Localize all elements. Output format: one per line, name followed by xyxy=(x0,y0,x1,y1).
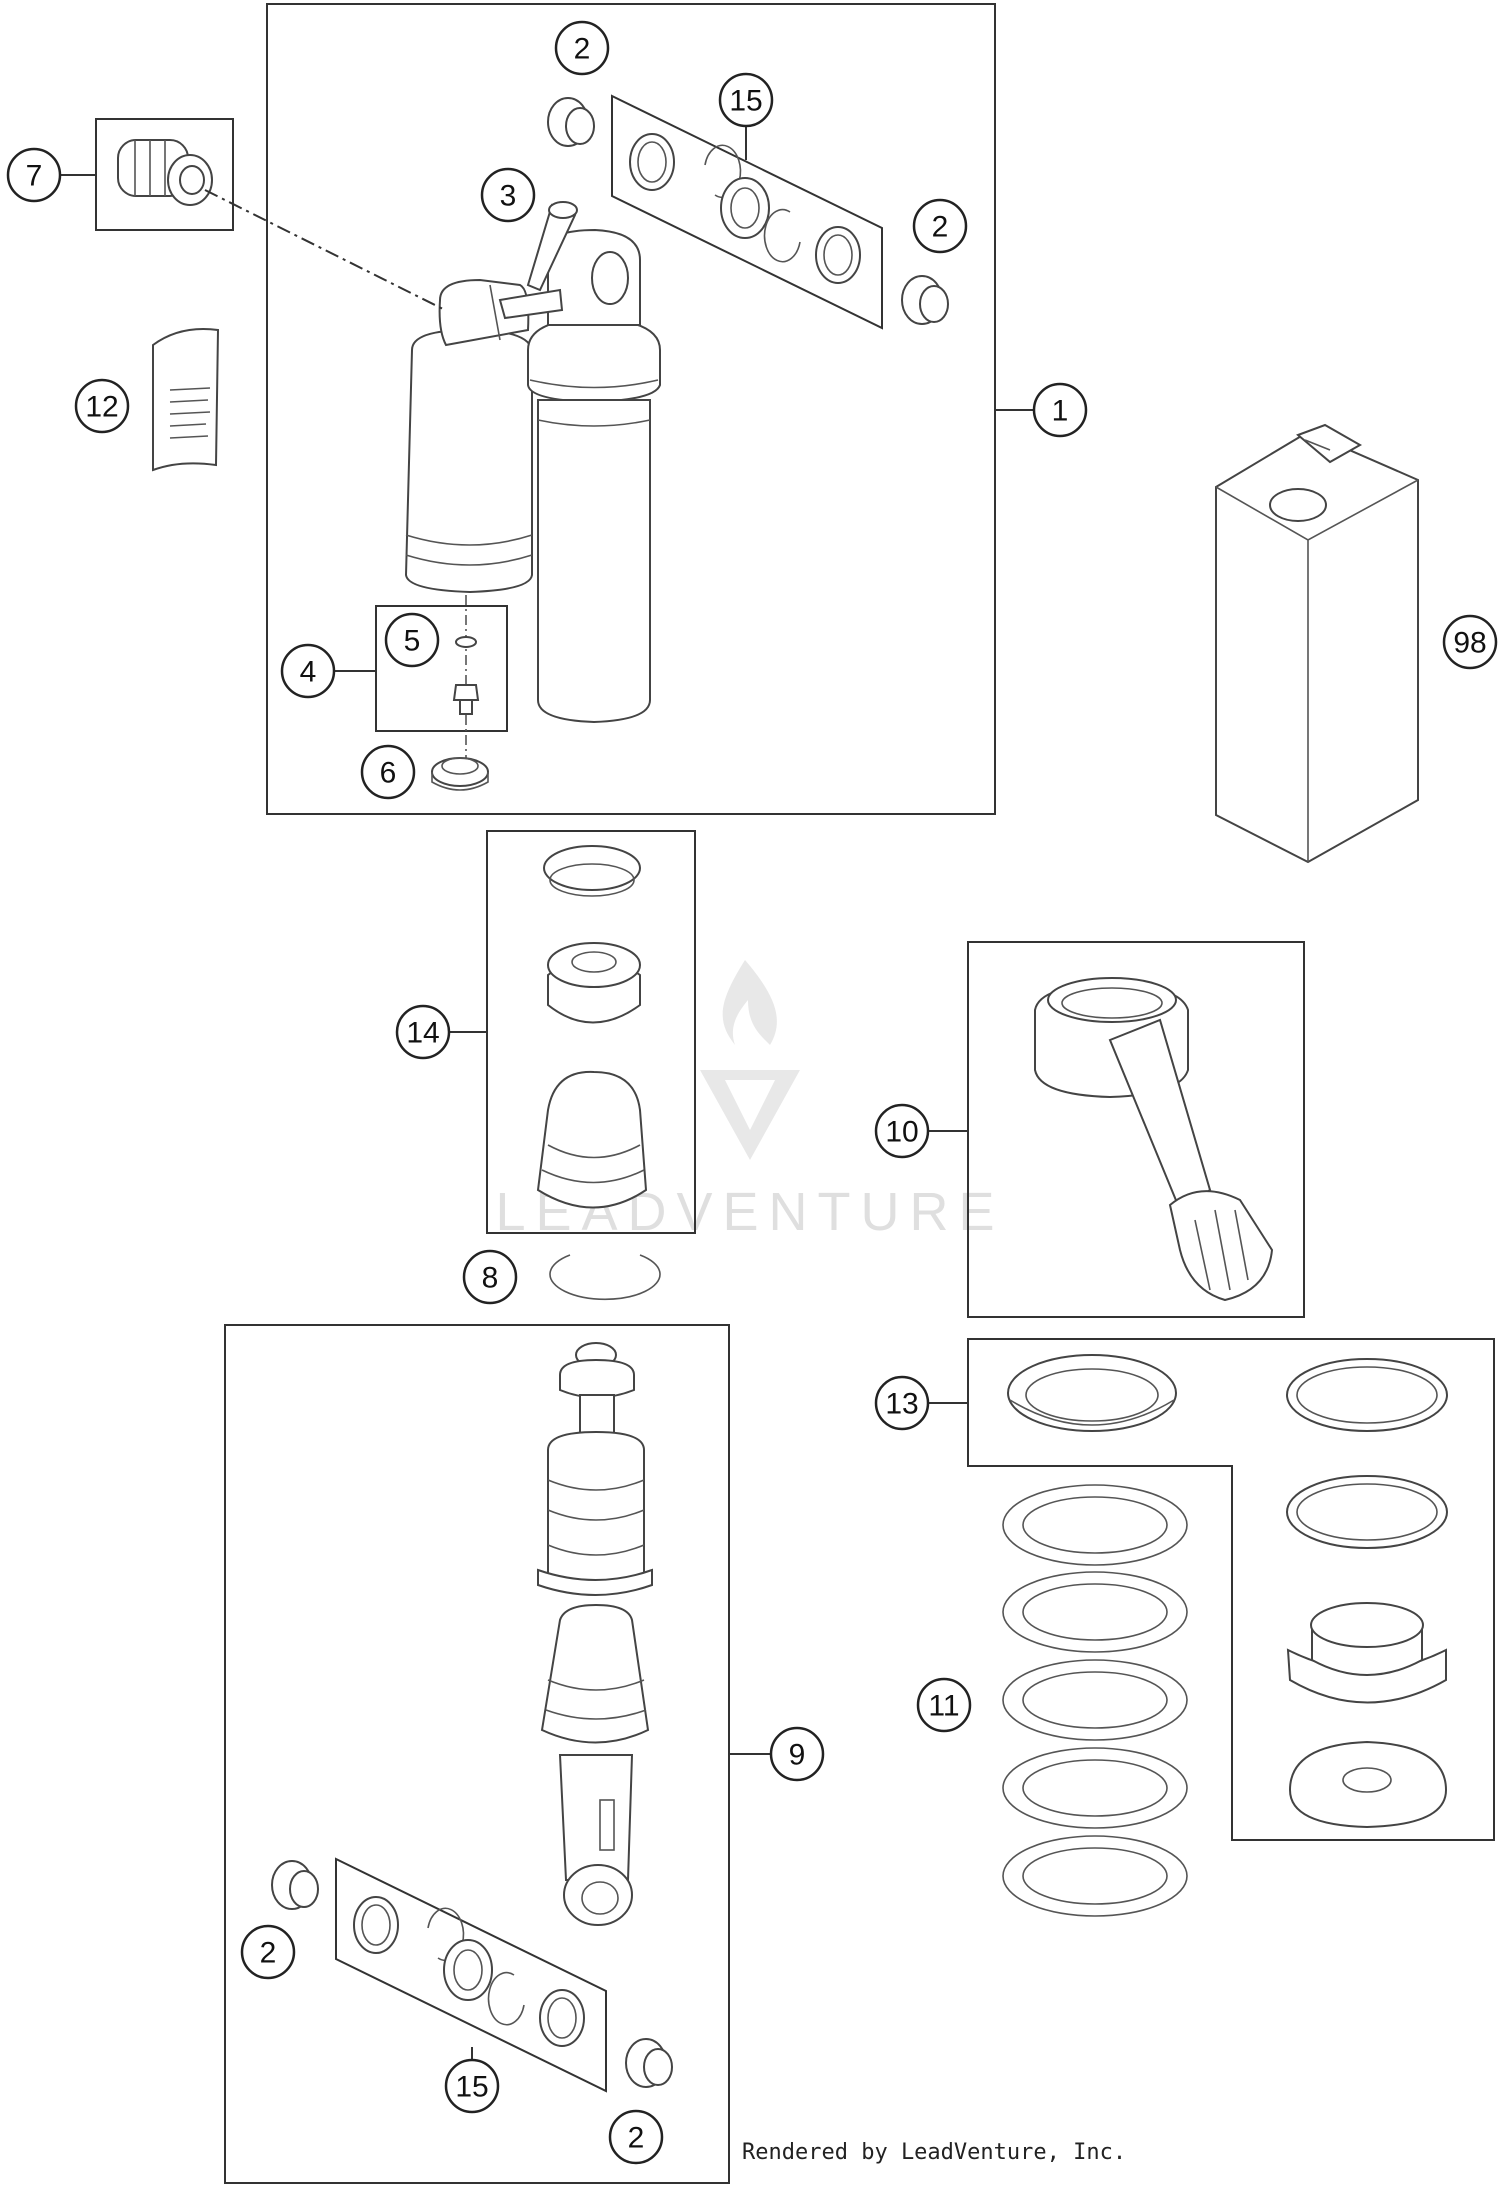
hook-wrench-drawing xyxy=(1034,977,1274,1302)
group-frame-bleed-screw xyxy=(375,605,508,732)
watermark-flame-icon xyxy=(722,960,777,1045)
seal-kit-bottom-drawing xyxy=(353,1896,585,2047)
group-frame-hook-wrench xyxy=(967,941,1305,1318)
adjuster-drawing xyxy=(117,139,213,206)
svg-text:7: 7 xyxy=(26,160,43,193)
callout-98: 98 xyxy=(1442,614,1498,670)
callout-2: 2 xyxy=(608,2109,664,2165)
svg-text:3: 3 xyxy=(500,180,517,213)
label-sticker-drawing xyxy=(152,328,220,472)
credit-text: Rendered by LeadVenture, Inc. xyxy=(742,2140,1127,2165)
callout-12: 12 xyxy=(74,378,130,434)
dashed-leader-adjuster xyxy=(204,189,446,311)
callout-15: 15 xyxy=(444,2058,500,2114)
callout-9: 9 xyxy=(769,1726,825,1782)
callout-5: 5 xyxy=(384,612,440,668)
callout-10: 10 xyxy=(874,1103,930,1159)
svg-text:10: 10 xyxy=(885,1116,918,1149)
bushing-bottom-left-drawing xyxy=(271,1860,319,1910)
svg-text:12: 12 xyxy=(85,391,118,424)
leader-lines xyxy=(60,122,1034,2072)
svg-text:2: 2 xyxy=(628,2122,645,2155)
svg-text:15: 15 xyxy=(455,2071,488,2104)
callout-1: 1 xyxy=(1032,382,1088,438)
coil-spring-drawing xyxy=(1002,1484,1188,1917)
svg-text:11: 11 xyxy=(928,1690,959,1723)
watermark-v-icon xyxy=(700,1070,800,1160)
bleed-screw-drawing xyxy=(452,595,480,760)
callouts: 1 2 2 2 2 3 4 5 6 7 8 9 10 11 12 13 14 1… xyxy=(6,20,1498,2165)
circlip-drawing xyxy=(549,1254,661,1301)
callout-2: 2 xyxy=(912,198,968,254)
callout-11: 11 xyxy=(916,1677,972,1733)
svg-text:13: 13 xyxy=(885,1388,918,1421)
svg-text:2: 2 xyxy=(932,211,949,244)
callout-6: 6 xyxy=(360,744,416,800)
callout-2: 2 xyxy=(240,1924,296,1980)
oil-can-drawing xyxy=(1215,423,1419,864)
cap-drawing xyxy=(431,757,489,791)
group-frame-seal-kit-top xyxy=(611,94,883,330)
svg-text:5: 5 xyxy=(404,625,421,658)
bushing-top-right-drawing xyxy=(901,275,949,325)
svg-text:2: 2 xyxy=(574,33,591,66)
callout-14: 14 xyxy=(395,1004,451,1060)
svg-text:14: 14 xyxy=(406,1017,439,1050)
shock-absorber-drawing xyxy=(404,201,661,724)
svg-text:6: 6 xyxy=(380,757,397,790)
callout-15: 15 xyxy=(718,72,774,128)
group-frame-spring-hardware xyxy=(967,1338,1495,1841)
callout-4: 4 xyxy=(280,643,336,699)
callout-13: 13 xyxy=(874,1375,930,1431)
bump-stop-drawing xyxy=(536,845,648,1209)
svg-text:2: 2 xyxy=(260,1937,277,1970)
svg-text:9: 9 xyxy=(789,1739,806,1772)
bushing-top-left-drawing xyxy=(547,97,595,147)
callout-7: 7 xyxy=(6,147,62,203)
svg-text:1: 1 xyxy=(1052,395,1069,428)
callout-8: 8 xyxy=(462,1249,518,1305)
damper-unit-drawing xyxy=(537,1342,653,1926)
svg-text:8: 8 xyxy=(482,1262,499,1295)
callout-3: 3 xyxy=(480,167,536,223)
svg-text:4: 4 xyxy=(300,656,317,689)
group-frame-seal-kit-bottom xyxy=(335,1857,607,2093)
callout-2: 2 xyxy=(554,20,610,76)
bushing-bottom-right-drawing xyxy=(625,2038,673,2088)
seal-kit-top-drawing xyxy=(629,133,861,284)
spring-hardware-drawing xyxy=(1007,1354,1448,1829)
svg-text:98: 98 xyxy=(1453,627,1486,660)
svg-text:15: 15 xyxy=(729,85,762,118)
